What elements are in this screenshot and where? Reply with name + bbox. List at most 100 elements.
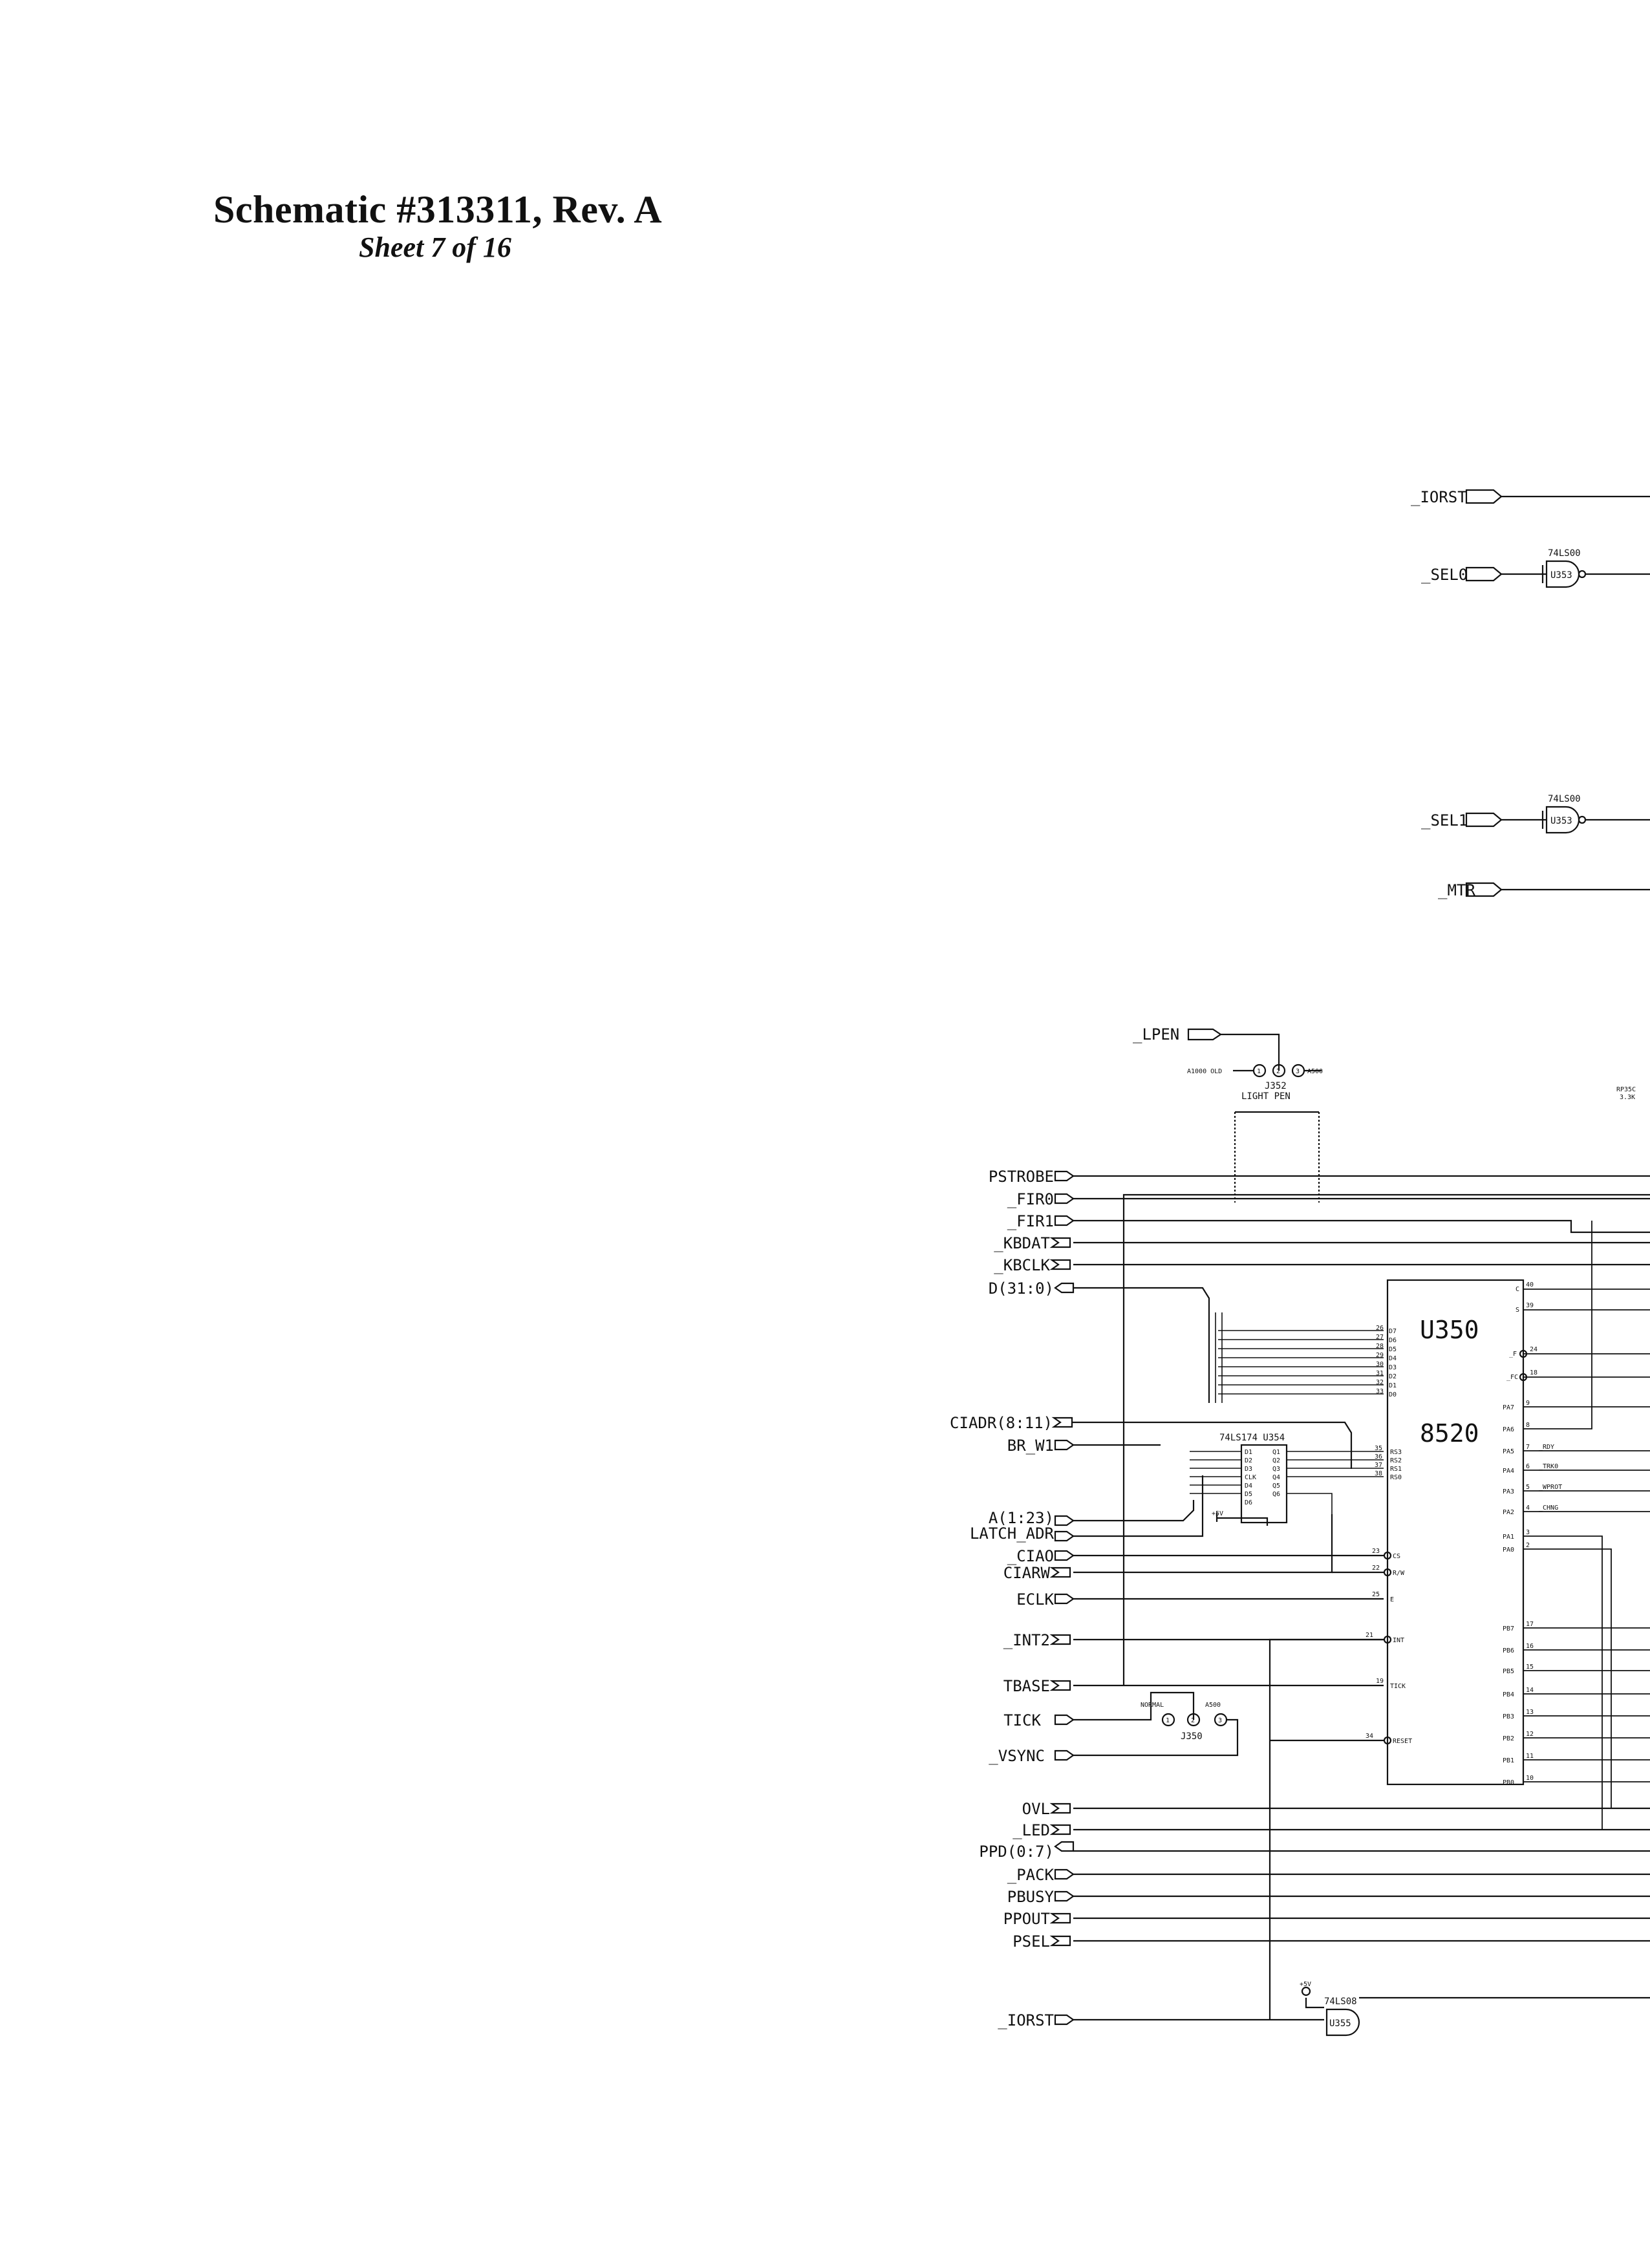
j352-left-label: A1000 OLD xyxy=(1187,1068,1222,1075)
u354-input-pins: D1 D2 D3 D4 D5 D6 CLK xyxy=(1245,1449,1256,1506)
u350-pa7: PA7 xyxy=(1503,1404,1514,1411)
u354-pin-d5: D5 xyxy=(1245,1491,1252,1498)
u350-pa5-signal: _RDY xyxy=(1539,1444,1554,1451)
u350-reset-num: 34 xyxy=(1366,1733,1373,1740)
u350-pa2: PA2 xyxy=(1503,1509,1514,1516)
signal-fir1: _FIR1 xyxy=(1007,1212,1054,1230)
signal-tick: TICK xyxy=(1003,1711,1041,1729)
signal-ciadr: CIADR(8:11) xyxy=(950,1414,1053,1432)
j350-ref: J350 xyxy=(1181,1731,1203,1742)
u350-c-num: 40 xyxy=(1526,1281,1534,1289)
signal-ciarw: CIARW xyxy=(1003,1564,1051,1582)
u350-fc-num: 18 xyxy=(1530,1369,1538,1376)
rp-value: 3.3K xyxy=(1620,1094,1635,1101)
u350-pa5: PA5 xyxy=(1503,1448,1514,1455)
signal-mtr: _MTR xyxy=(1438,881,1475,899)
u350-rs2-num: 36 xyxy=(1375,1453,1382,1460)
u350-e-num: 25 xyxy=(1372,1591,1380,1598)
j350-pin-1: 1 xyxy=(1166,1717,1170,1724)
u350-pb1: PB1 xyxy=(1503,1757,1514,1764)
u350-d2-num: 31 xyxy=(1376,1370,1384,1377)
u350-pa4-signal: _TRK0 xyxy=(1539,1463,1558,1470)
u350-c: C xyxy=(1516,1286,1519,1293)
u350-d5-num: 28 xyxy=(1376,1343,1384,1350)
u350-pa6: PA6 xyxy=(1503,1426,1514,1433)
lpen-port xyxy=(1187,1028,1222,1041)
mtr-port xyxy=(1465,882,1503,897)
u350-pa1-num: 3 xyxy=(1526,1529,1530,1536)
u350-f-num: 24 xyxy=(1530,1346,1538,1353)
u350-d6-num: 27 xyxy=(1376,1334,1384,1341)
u350-left-pins: 35 36 37 38 RS3 RS2 RS1 RS0 23 CS 22 R/W… xyxy=(1366,1445,1412,1745)
u350-tick: TICK xyxy=(1390,1683,1406,1690)
u350-fc: _FC xyxy=(1506,1374,1518,1381)
u350-pb3: PB3 xyxy=(1503,1713,1514,1720)
j352-pin-2: 2 xyxy=(1276,1068,1280,1075)
u355-type: 74LS08 xyxy=(1324,1996,1357,2007)
u350-pb5: PB5 xyxy=(1503,1668,1514,1675)
signal-lpen: _LPEN xyxy=(1133,1025,1179,1043)
title-block: Schematic #313311, Rev. A Sheet 7 of 16 xyxy=(213,187,662,264)
u350-d4-num: 29 xyxy=(1376,1352,1384,1359)
signal-ciao: _CIAO xyxy=(1007,1547,1054,1565)
signal-pack: _PACK xyxy=(1007,1866,1055,1884)
u350-ref: U350 xyxy=(1420,1316,1479,1344)
signal-br-w1: BR_W1 xyxy=(1007,1437,1054,1455)
u350-pa4: PA4 xyxy=(1503,1468,1514,1475)
u350-pa3-signal: _WPROT xyxy=(1539,1484,1562,1491)
u350-cs-num: 23 xyxy=(1372,1548,1380,1555)
u350-pa2-signal: _CHNG xyxy=(1539,1504,1558,1512)
u350-d1: D1 xyxy=(1389,1382,1397,1389)
u354-pin-q4: Q4 xyxy=(1272,1474,1280,1481)
u354-pin-q3: Q3 xyxy=(1272,1466,1280,1473)
signal-iorst-bottom: _IORST xyxy=(998,2011,1054,2029)
u354-pin-d4: D4 xyxy=(1245,1482,1252,1490)
signal-ppd: PPD(0:7) xyxy=(979,1843,1054,1861)
signal-psel: PSEL xyxy=(1012,1932,1050,1951)
u350-reset: RESET xyxy=(1393,1738,1412,1745)
j350-pin-3: 3 xyxy=(1218,1717,1222,1724)
u354-pin-q5: Q5 xyxy=(1272,1482,1280,1490)
u353a-type: 74LS00 xyxy=(1548,548,1581,559)
signal-eclk: ECLK xyxy=(1016,1590,1054,1609)
u350-pb6-num: 16 xyxy=(1526,1643,1534,1650)
u350-rw-num: 22 xyxy=(1372,1565,1380,1572)
u350-pb1-num: 11 xyxy=(1526,1753,1534,1760)
u350-d7-num: 26 xyxy=(1376,1325,1384,1332)
sel1-port xyxy=(1465,812,1503,828)
u350-port-b-pins: PB7 PB6 PB5 PB4 PB3 PB2 PB1 PB0 17 16 15… xyxy=(1503,1621,1534,1786)
signal-a-bus: A(1:23) xyxy=(989,1509,1054,1527)
u350-pa5-num: 7 xyxy=(1526,1444,1530,1451)
u350-right-top-pins: C 40 S 39 _F 24 _FC 18 xyxy=(1506,1281,1538,1381)
u350-tick-num: 19 xyxy=(1376,1678,1384,1685)
signal-fir0: _FIR0 xyxy=(1007,1190,1054,1208)
u350-pa7-num: 9 xyxy=(1526,1400,1530,1407)
u350-rs3: RS3 xyxy=(1390,1449,1402,1456)
u350-rw: R/W xyxy=(1393,1570,1405,1577)
u350-rs1-num: 37 xyxy=(1375,1462,1382,1469)
plus5v-u355: +5V xyxy=(1300,1981,1311,1988)
u350-pa6-num: 8 xyxy=(1526,1422,1530,1429)
signal-pstrobe: PSTROBE xyxy=(989,1168,1054,1186)
j352-name: LIGHT PEN xyxy=(1241,1091,1291,1102)
u350-pb7-num: 17 xyxy=(1526,1621,1534,1628)
u353a-ref: U353 xyxy=(1550,570,1572,581)
signal-ovl: OVL xyxy=(1022,1800,1050,1818)
u350-d2: D2 xyxy=(1389,1373,1397,1380)
signal-d-bus: D(31:0) xyxy=(989,1279,1054,1298)
u354-body xyxy=(1240,1444,1288,1524)
signal-tbase: TBASE xyxy=(1003,1677,1050,1695)
left-signal-labels: PSTROBE _FIR0 _FIR1 _KBDAT _KBCLK D(31:0… xyxy=(950,1168,1055,2029)
u350-pb4: PB4 xyxy=(1503,1691,1514,1698)
u350-pb3-num: 13 xyxy=(1526,1709,1534,1716)
signal-sel1: _SEL1 xyxy=(1421,811,1468,829)
u350-type: 8520 xyxy=(1420,1419,1479,1448)
u350-pb0: PB0 xyxy=(1503,1779,1514,1786)
u354-pin-d1: D1 xyxy=(1245,1449,1252,1456)
u350-pb5-num: 15 xyxy=(1526,1664,1534,1671)
u350-d7: D7 xyxy=(1389,1328,1397,1335)
u350-pa2-num: 4 xyxy=(1526,1504,1530,1512)
u354-pin-d2: D2 xyxy=(1245,1457,1252,1464)
u354-output-pins: Q1 Q2 Q3 Q4 Q5 Q6 xyxy=(1272,1449,1280,1498)
